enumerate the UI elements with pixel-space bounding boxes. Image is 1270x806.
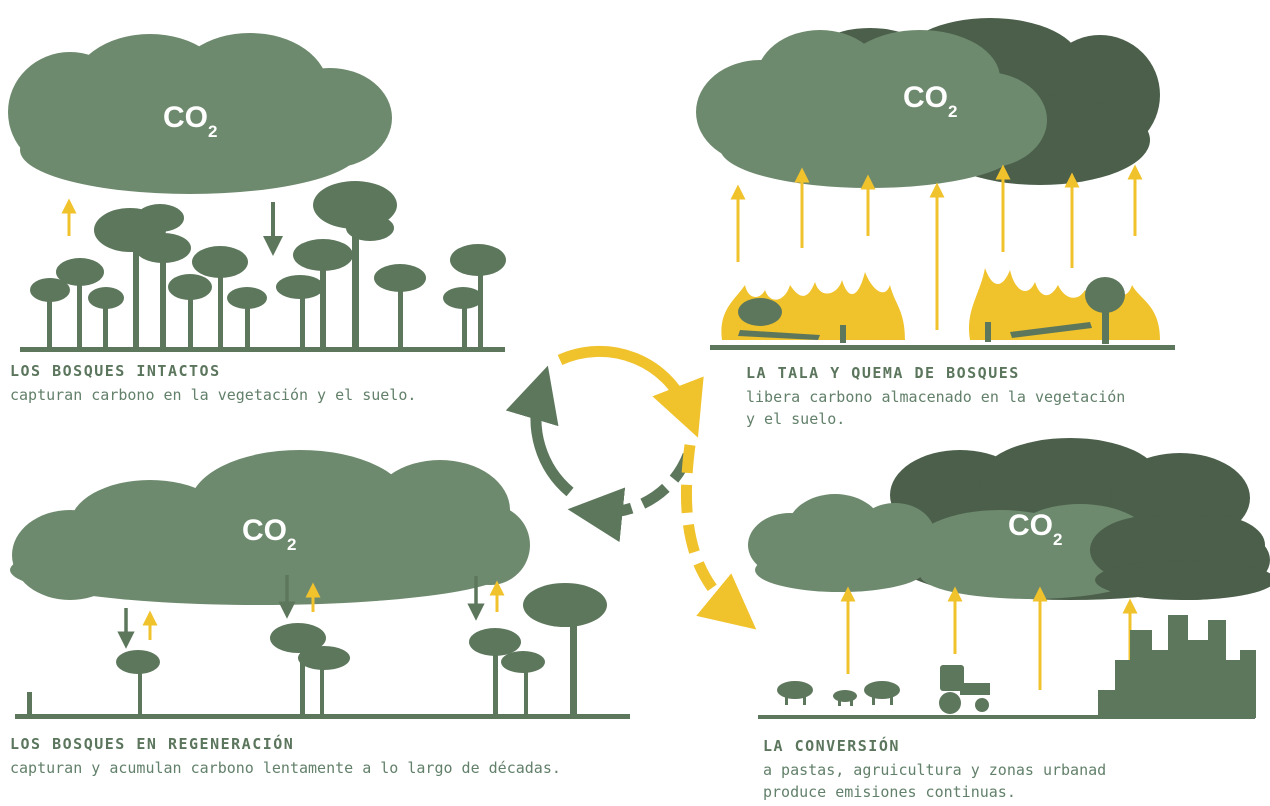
caption-intact: LOS BOSQUES INTACTOS capturan carbono en… bbox=[10, 362, 416, 406]
svg-text:CO2: CO2 bbox=[242, 514, 296, 554]
cycle-arrow-regen bbox=[567, 452, 694, 543]
felled-trees bbox=[738, 277, 1125, 344]
emission-arrows bbox=[142, 580, 505, 640]
conversion-panel: CO2 bbox=[748, 438, 1270, 719]
cycle-arrow-regrowth bbox=[505, 365, 574, 497]
ground-line bbox=[20, 347, 505, 352]
co2-cloud-conversion-right bbox=[1090, 515, 1270, 600]
burning-forest-panel: CO2 bbox=[696, 18, 1175, 350]
city-buildings bbox=[1098, 615, 1256, 718]
caption-title: LA CONVERSIÓN bbox=[763, 737, 900, 755]
caption-regen: LOS BOSQUES EN REGENERACIÓN capturan y a… bbox=[10, 735, 561, 779]
caption-burn: LA TALA Y QUEMA DE BOSQUES libera carbon… bbox=[746, 364, 1125, 430]
caption-conversion: LA CONVERSIÓN a pastas, agruicultura y z… bbox=[763, 737, 1106, 803]
svg-text:CO2: CO2 bbox=[1008, 509, 1062, 549]
co2-cloud-conversion bbox=[748, 494, 1150, 599]
absorption-arrows bbox=[117, 575, 485, 649]
livestock-and-tractor bbox=[777, 665, 990, 714]
caption-desc: libera carbono almacenado en la vegetaci… bbox=[746, 388, 1126, 406]
svg-text:CO2: CO2 bbox=[903, 81, 957, 121]
caption-title: LOS BOSQUES EN REGENERACIÓN bbox=[10, 735, 295, 753]
co2-cloud-intact bbox=[8, 33, 392, 194]
cycle-arrows bbox=[505, 345, 757, 630]
ground-line bbox=[758, 715, 1255, 719]
ground-line bbox=[710, 345, 1175, 350]
caption-desc: a pastas, agruicultura y zonas urbanad bbox=[763, 761, 1107, 779]
cycle-arrow-conversion bbox=[680, 444, 757, 630]
caption-desc: capturan y acumulan carbono lentamente a… bbox=[10, 759, 561, 777]
regenerating-forest-panel: CO2 bbox=[10, 450, 630, 719]
caption-desc: capturan carbono en la vegetación y el s… bbox=[10, 386, 417, 404]
caption-desc: produce emisiones continuas. bbox=[763, 783, 1016, 801]
caption-title: LOS BOSQUES INTACTOS bbox=[10, 362, 221, 380]
caption-desc: y el suelo. bbox=[746, 410, 846, 428]
emission-arrows bbox=[730, 164, 1143, 330]
caption-title: LA TALA Y QUEMA DE BOSQUES bbox=[746, 364, 1020, 382]
young-trees bbox=[27, 583, 607, 718]
co2-cloud-regen bbox=[10, 450, 530, 605]
svg-text:CO2: CO2 bbox=[163, 101, 217, 141]
forest-trees bbox=[30, 181, 506, 350]
cycle-arrow-burn bbox=[557, 345, 704, 438]
intact-forest-panel: CO2 bbox=[8, 33, 506, 352]
ground-line bbox=[15, 714, 630, 719]
emission-arrows bbox=[840, 586, 1138, 690]
